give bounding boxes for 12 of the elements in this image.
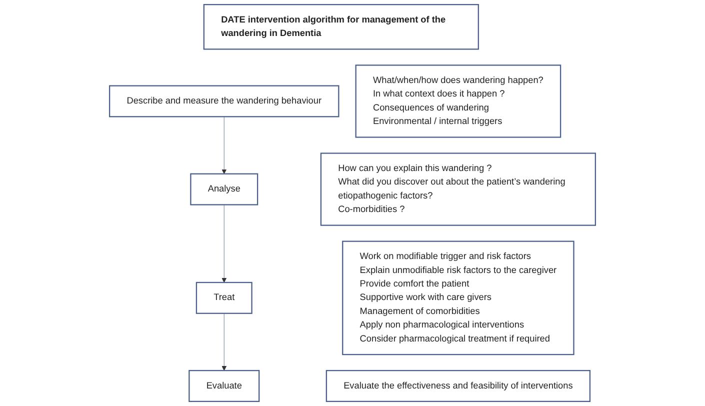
- node-box: DATE intervention algorithm for management of the wandering in Dementia: [203, 4, 479, 50]
- node-box: Work on modifiable trigger and risk factors Explain unmodifiable risk factors to the caregiver Provide comfort the patient Supportive work with care givers Management of comorbidities Apply non pharmacological interventions Consider pharmacological treatment if required: [342, 240, 574, 356]
- arrow: [222, 116, 227, 174]
- node-box: Analyse: [190, 173, 258, 206]
- arrow: [222, 204, 227, 283]
- arrow: [222, 313, 227, 371]
- node-box: Treat: [196, 282, 252, 314]
- node-box: How can you explain this wandering ? What did you discover out about the patient’s wandering etiopathogenic factors? Co-morbidities ?: [320, 152, 596, 226]
- node-box: Evaluate: [188, 370, 260, 402]
- node-box: Evaluate the effectiveness and feasibility of interventions: [326, 370, 591, 402]
- node-box: What/when/how does wandering happen? In what context does it happen ? Consequences of wandering Environmental / internal triggers: [355, 64, 562, 138]
- node-box: Describe and measure the wandering behaviour: [109, 85, 340, 118]
